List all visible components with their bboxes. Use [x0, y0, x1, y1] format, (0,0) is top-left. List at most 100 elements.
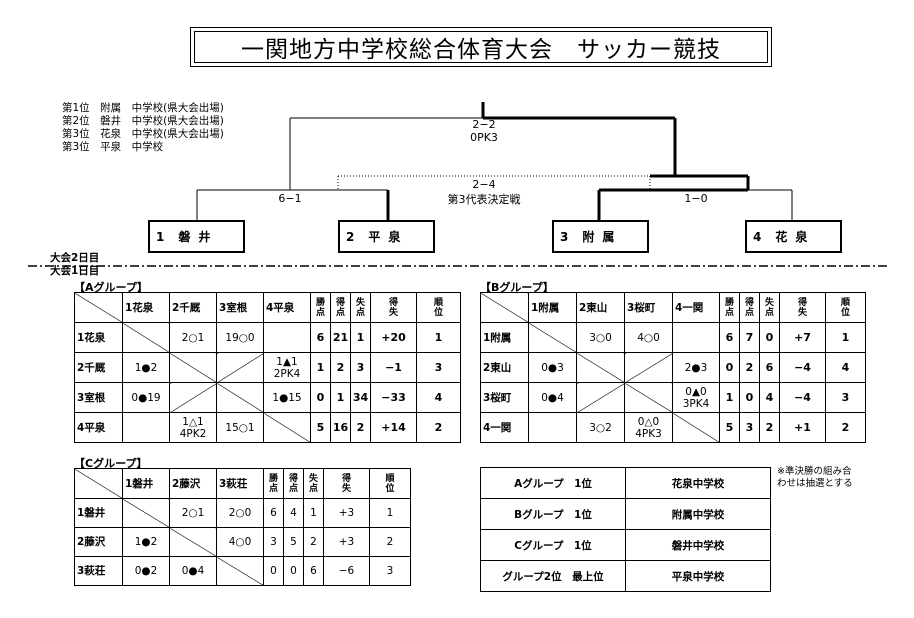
gf-cell: 5 [283, 527, 304, 557]
rank-cell: 2 [825, 412, 866, 443]
team-name: 平泉 [368, 230, 409, 244]
empty-cell [624, 352, 673, 383]
rank-cell: 3 [369, 556, 411, 586]
result-cell: 4○0 [216, 527, 264, 557]
result-cell [263, 322, 311, 353]
playoff-score: 2−4 [472, 178, 496, 191]
result-cell: 15○1 [216, 412, 264, 443]
self-cell [263, 412, 311, 443]
summary-school: 附属中学校 [625, 498, 771, 530]
rank-cell: 1 [416, 322, 461, 353]
row-header: 1磐井 [74, 498, 123, 528]
semi-left-score: 6−1 [278, 192, 302, 205]
gd-cell: −1 [370, 352, 417, 383]
group-c-table: 1磐井 2藤沢 3萩荘 勝 点 得 点 失 点 得 失 順 位 1磐井 2○1 … [74, 468, 411, 586]
ranking-2: 第2位 磐井 中学校(県大会出場) [62, 115, 224, 127]
pts-cell: 6 [719, 322, 740, 353]
gd-cell: +20 [370, 322, 417, 353]
result-cell [528, 412, 577, 443]
gd-cell: +3 [323, 527, 370, 557]
team-box-2: 2 平泉 [338, 220, 435, 253]
result-cell: 0▲0 3PK4 [672, 382, 720, 413]
self-cell [216, 556, 264, 586]
result-cell: 2○0 [216, 498, 264, 528]
self-cell [169, 352, 217, 383]
ga-cell: 1 [350, 322, 371, 353]
result-cell: 0●2 [122, 556, 170, 586]
result-cell: 1●2 [122, 527, 170, 557]
ga-header: 失 点 [303, 468, 324, 499]
gd-header: 得 失 [779, 292, 826, 323]
ga-header: 失 点 [759, 292, 780, 323]
row-header: 1花泉 [74, 322, 123, 353]
result-cell: 0△0 4PK3 [624, 412, 673, 443]
team-seed: 2 [346, 229, 355, 244]
self-cell [576, 352, 625, 383]
col-header: 1附属 [528, 292, 577, 323]
pts-header: 勝 点 [310, 292, 331, 323]
final-pk: 0PK3 [470, 131, 498, 144]
day1-label: 大会1日目 [50, 265, 100, 277]
result-cell: 4○0 [624, 322, 673, 353]
ga-cell: 0 [759, 322, 780, 353]
row-header: 3室根 [74, 382, 123, 413]
empty-cell [169, 382, 217, 413]
self-cell [624, 382, 673, 413]
summary-school: 磐井中学校 [625, 529, 771, 561]
group-a-label: 【Aグループ】 [74, 281, 148, 294]
corner-cell [74, 292, 123, 323]
gf-cell: 16 [330, 412, 351, 443]
gf-cell: 2 [330, 352, 351, 383]
rank-header: 順 位 [825, 292, 866, 323]
self-cell [528, 322, 577, 353]
pts-cell: 0 [263, 556, 284, 586]
page-title: 一関地方中学校総合体育大会 サッカー競技 [190, 27, 772, 67]
ga-cell: 2 [350, 412, 371, 443]
gd-cell: −4 [779, 352, 826, 383]
gf-cell: 7 [739, 322, 760, 353]
row-header: 3桜町 [480, 382, 529, 413]
gf-cell: 0 [739, 382, 760, 413]
ga-cell: 3 [350, 352, 371, 383]
rank-cell: 3 [825, 382, 866, 413]
pts-cell: 6 [263, 498, 284, 528]
pts-header: 勝 点 [263, 468, 284, 499]
result-cell: 0●19 [122, 382, 170, 413]
gd-header: 得 失 [323, 468, 370, 499]
rank-cell: 3 [416, 352, 461, 383]
rank-cell: 2 [416, 412, 461, 443]
pts-cell: 6 [310, 322, 331, 353]
row-header: 4平泉 [74, 412, 123, 443]
day2-label: 大会2日目 [50, 252, 100, 264]
empty-cell [216, 352, 264, 383]
pts-cell: 5 [719, 412, 740, 443]
gf-cell: 1 [330, 382, 351, 413]
col-header: 1花泉 [122, 292, 170, 323]
ga-cell: 4 [759, 382, 780, 413]
team-name: 附属 [582, 230, 623, 244]
gd-cell: +7 [779, 322, 826, 353]
ranking-3: 第3位 花泉 中学校(県大会出場) [62, 128, 224, 140]
row-header: 3萩荘 [74, 556, 123, 586]
result-cell: 1▲1 2PK4 [263, 352, 311, 383]
bracket-lines [28, 102, 890, 267]
playoff-label: 第3代表決定戦 [447, 193, 521, 206]
empty-cell [576, 382, 625, 413]
team-seed: 4 [753, 229, 762, 244]
result-cell: 2●3 [672, 352, 720, 383]
result-cell: 2○1 [169, 322, 217, 353]
team-seed: 1 [156, 229, 165, 244]
result-cell: 1●2 [122, 352, 170, 383]
rank-cell: 1 [825, 322, 866, 353]
corner-cell [480, 292, 529, 323]
ga-cell: 6 [303, 556, 324, 586]
row-header: 2東山 [480, 352, 529, 383]
self-cell [169, 527, 217, 557]
col-header: 2藤沢 [169, 468, 217, 499]
group-c-label: 【Cグループ】 [74, 457, 148, 470]
summary-group: Cグループ 1位 [480, 529, 626, 561]
team-name: 花泉 [775, 230, 816, 244]
rank-cell: 2 [369, 527, 411, 557]
result-cell: 3○0 [576, 322, 625, 353]
